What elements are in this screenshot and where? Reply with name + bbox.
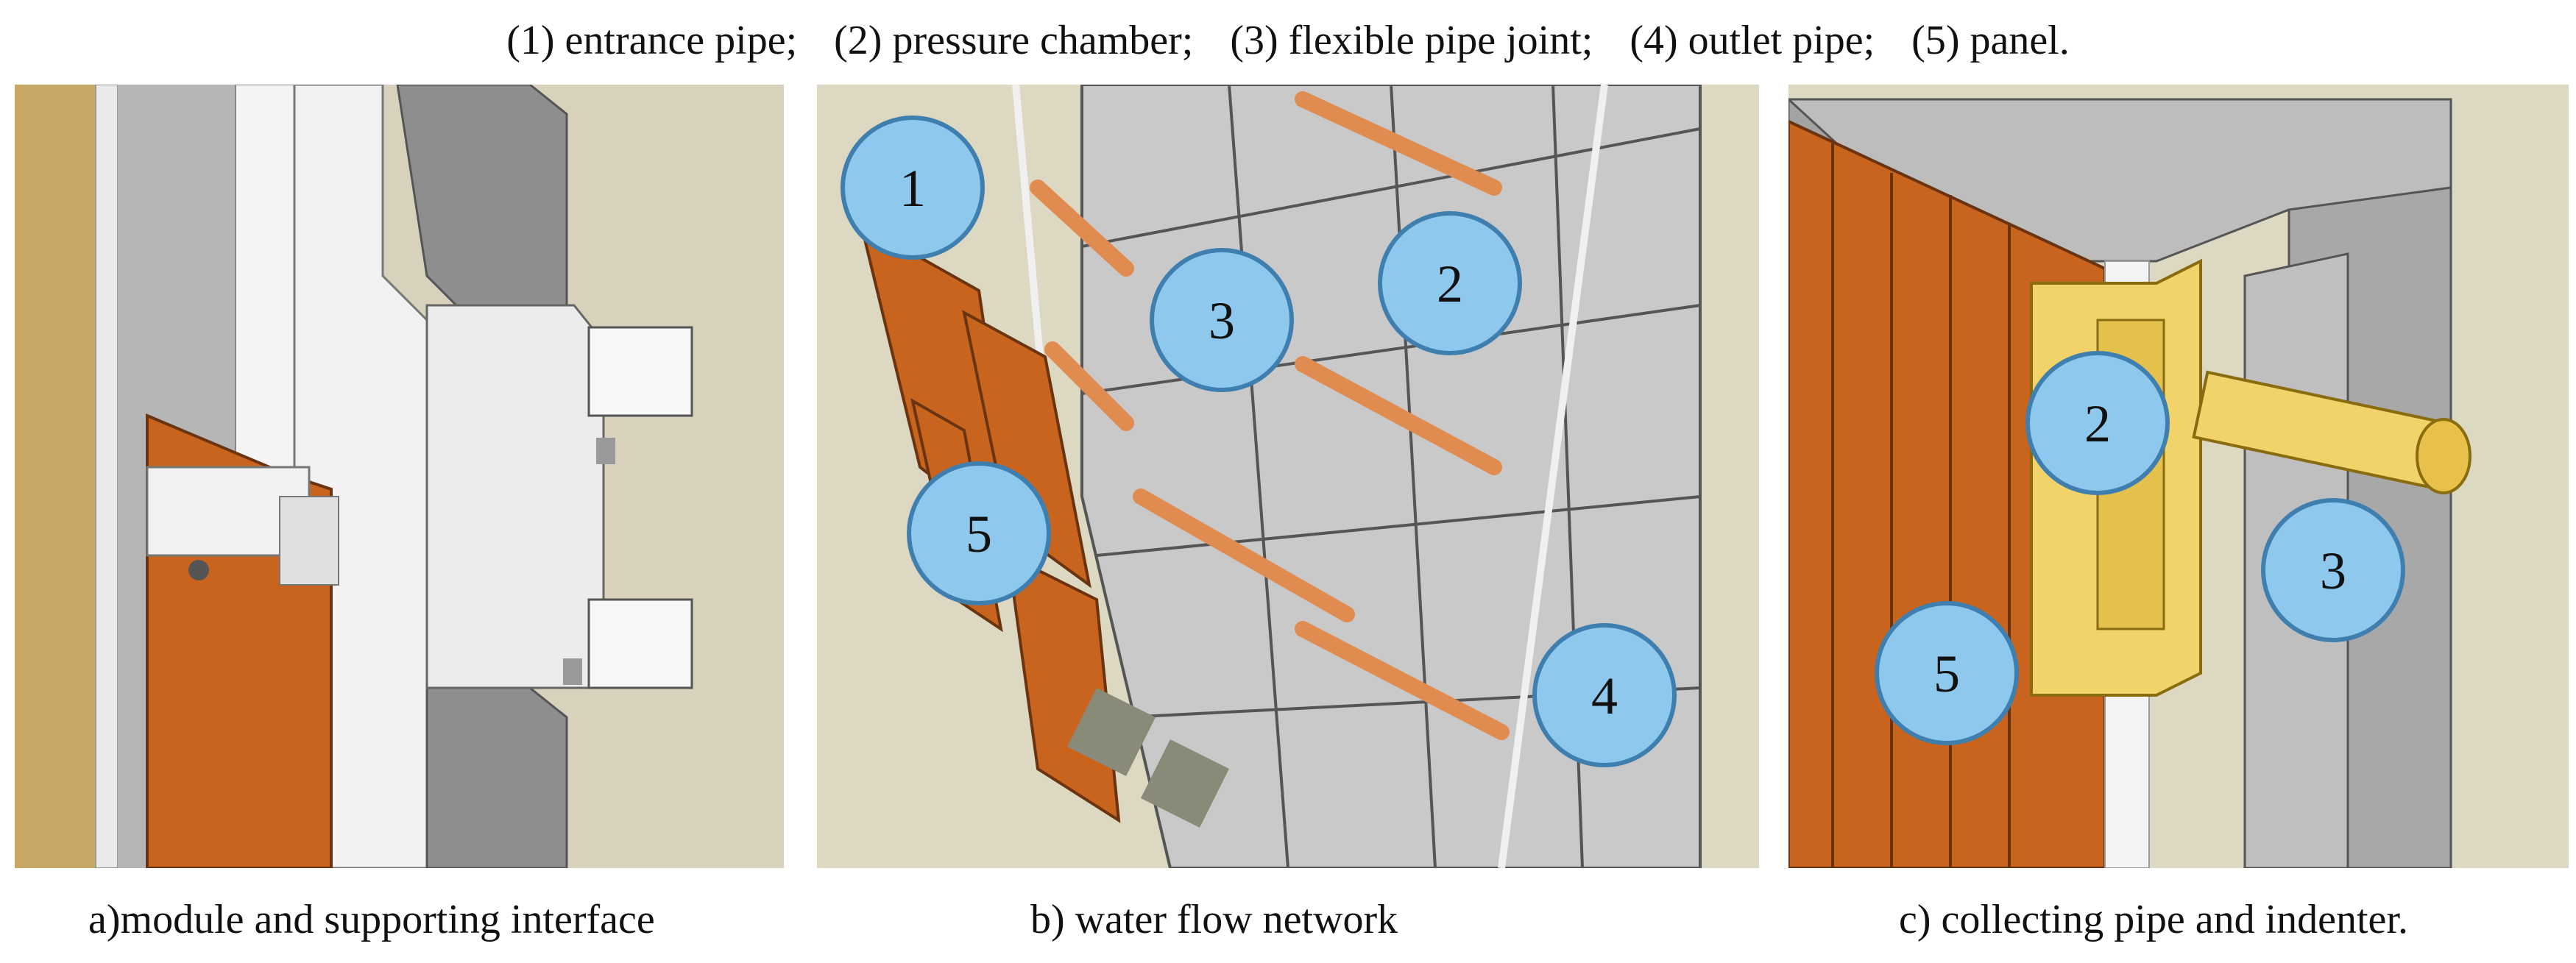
- legend-item-outlet-pipe: (4) outlet pipe;: [1630, 18, 1875, 63]
- panel-a-illustration: [15, 85, 784, 868]
- callout-2: 2: [2025, 351, 2170, 495]
- panel-b-illustration: 1 2 3 4 5: [817, 85, 1759, 868]
- callout-3: 3: [1150, 248, 1294, 392]
- caption-a: a)module and supporting interface: [88, 897, 655, 942]
- wood-grain: [1831, 143, 2011, 868]
- svg-text:1: 1: [899, 159, 926, 218]
- callout-1: 1: [841, 116, 985, 260]
- callout-3: 3: [2261, 498, 2405, 642]
- panel-c-illustration: 2 3 5: [1788, 85, 2569, 868]
- callout-2: 2: [1378, 211, 1522, 355]
- legend: (1) entrance pipe; (2) pressure chamber;…: [0, 0, 2576, 81]
- callout-5: 5: [907, 461, 1051, 605]
- svg-text:3: 3: [1209, 291, 1235, 350]
- svg-text:5: 5: [966, 505, 992, 564]
- panel-c-drawing: 2 3 5: [1788, 85, 2569, 868]
- legend-item-flexible-pipe-joint: (3) flexible pipe joint;: [1230, 18, 1593, 63]
- svg-text:5: 5: [1933, 644, 1960, 703]
- panel-a-drawing: [15, 85, 784, 868]
- caption-b: b) water flow network: [1030, 897, 1398, 942]
- flow-pipes: [1030, 91, 1510, 740]
- legend-item-pressure-chamber: (2) pressure chamber;: [834, 18, 1194, 63]
- callout-5: 5: [1875, 601, 2019, 745]
- callout-4: 4: [1532, 623, 1677, 767]
- caption-c: c) collecting pipe and indenter.: [1899, 897, 2408, 942]
- svg-text:2: 2: [1437, 255, 1463, 313]
- legend-item-panel: (5) panel.: [1911, 18, 2070, 63]
- svg-text:2: 2: [2084, 394, 2111, 453]
- svg-text:4: 4: [1591, 667, 1618, 725]
- legend-item-entrance-pipe: (1) entrance pipe;: [506, 18, 798, 63]
- svg-text:3: 3: [2320, 541, 2346, 600]
- panel-b-drawing: 1 2 3 4 5: [817, 85, 1759, 868]
